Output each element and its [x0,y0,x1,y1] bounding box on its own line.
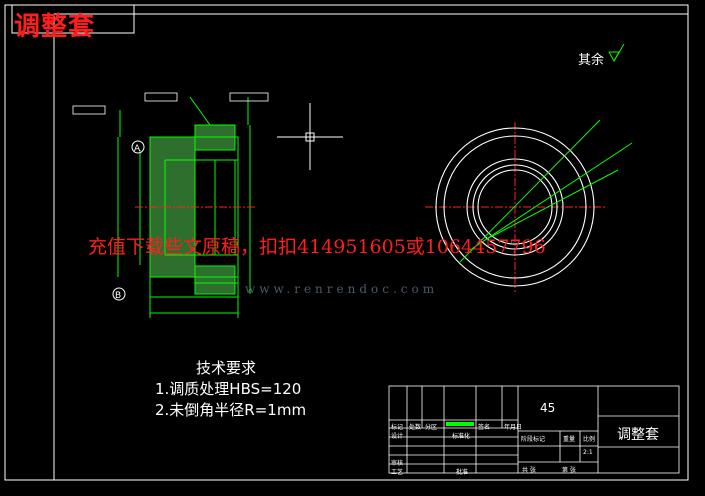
remaining-surface-label: 其余 [578,53,605,68]
datum-a-circle [131,140,145,154]
front-view [435,127,595,287]
tb-label-count: 处数 [409,424,422,431]
tb-label-review: 审核 [391,460,404,467]
title-block-part-name: 调整套 [617,427,659,443]
inner-frame [53,13,689,481]
front-bore-inner [477,169,553,245]
tb-label-zone: 分区 [425,424,438,431]
watermark-url: www.renrendoc.com [245,282,439,296]
leader-b [189,96,211,126]
tb-label-sheet-no: 第 张 [562,467,576,474]
tb-label-standardize: 标准化 [452,433,471,440]
tolerance-frame-1 [72,105,106,115]
roughness-tail [613,43,625,62]
tech-requirements-heading: 技术要求 [196,359,257,377]
title-block-frame [388,385,680,474]
tb-label-sign: 签名 [478,424,491,431]
title-block [388,385,680,474]
section-view [117,96,251,318]
front-view-dims [459,119,633,263]
tech-requirement-2: 2.未倒角半径R=1mm [155,401,307,419]
title-box-top [11,4,135,34]
tb-label-mark: 标记 [391,424,404,431]
front-bore-circle [472,164,558,250]
tb-label-sheets-total: 共 张 [522,467,536,474]
tb-label-scale: 比例 [583,436,596,443]
tb-label-date: 年月日 [504,424,523,431]
drawing-title: 调整套 [14,12,96,42]
tb-label-process: 工艺 [391,469,404,476]
datum-b-circle [112,287,126,301]
tb-label-stage: 阶段标记 [521,436,546,443]
tolerance-frame-2 [144,92,178,102]
tb-label-approve: 批准 [456,469,469,476]
crosshair-cursor [277,103,343,170]
tb-label-design: 设计 [391,433,404,440]
section-hatch-bottom [194,265,236,295]
tb-scale-value: 2:1 [583,449,593,456]
title-block-material: 45 [540,401,556,415]
datum-a-label: A [134,144,141,154]
tolerance-frames [72,92,269,115]
front-outer-circle-2 [443,135,587,279]
title-block-sign-bar [446,422,474,426]
watermark-text: 充值下载些文原稿，扣扣414951605或1064457796 [88,236,546,258]
front-hub-circle [466,158,564,256]
tech-requirement-1: 1.调质处理HBS=120 [155,380,302,398]
front-outer-circle [435,127,595,287]
tolerance-frame-3 [229,92,269,102]
roughness-symbol [608,51,620,63]
datum-b-label: B [115,291,121,301]
tb-label-weight: 重量 [563,436,576,443]
